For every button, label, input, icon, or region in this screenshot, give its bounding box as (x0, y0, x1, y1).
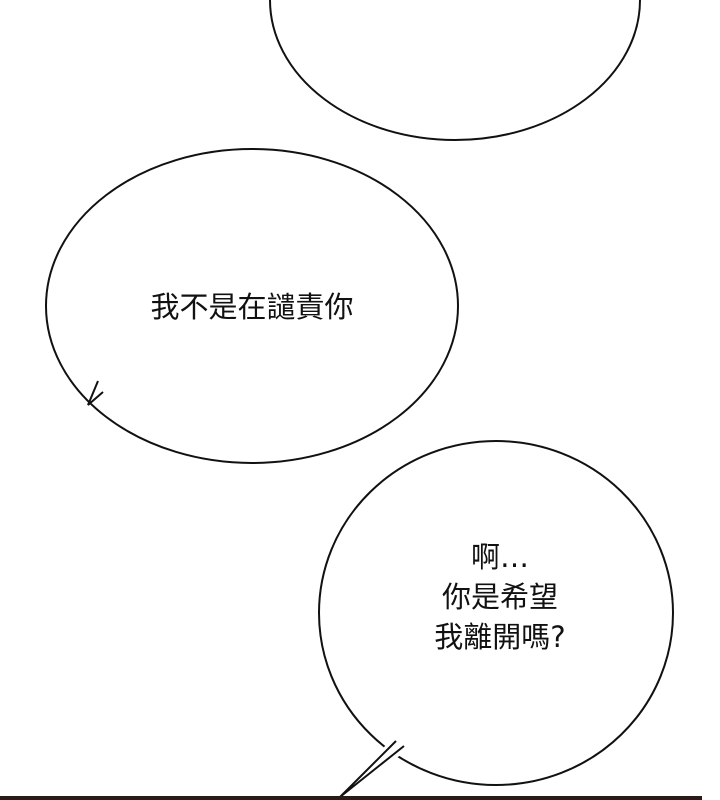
speech-bubble-top (269, 0, 641, 141)
bubble-line: 啊… (470, 540, 529, 574)
bubble-line: 你是希望 (441, 580, 558, 614)
bubble-line: 我離開嗎? (434, 620, 566, 654)
panel-border (0, 796, 702, 800)
speech-bubble-middle (45, 148, 459, 464)
bubble-text: 啊… 你是希望 我離開嗎? (400, 537, 600, 657)
bubble-tail-middle-fill (88, 378, 106, 405)
speech-bubble-bottom (318, 440, 674, 786)
bubble-tail-middle (87, 380, 104, 406)
bubble-text: 我不是在譴責你 (102, 287, 402, 327)
bubble-line: 我不是在譴責你 (150, 290, 354, 324)
bubble-tail-bottom-fill (340, 737, 408, 797)
